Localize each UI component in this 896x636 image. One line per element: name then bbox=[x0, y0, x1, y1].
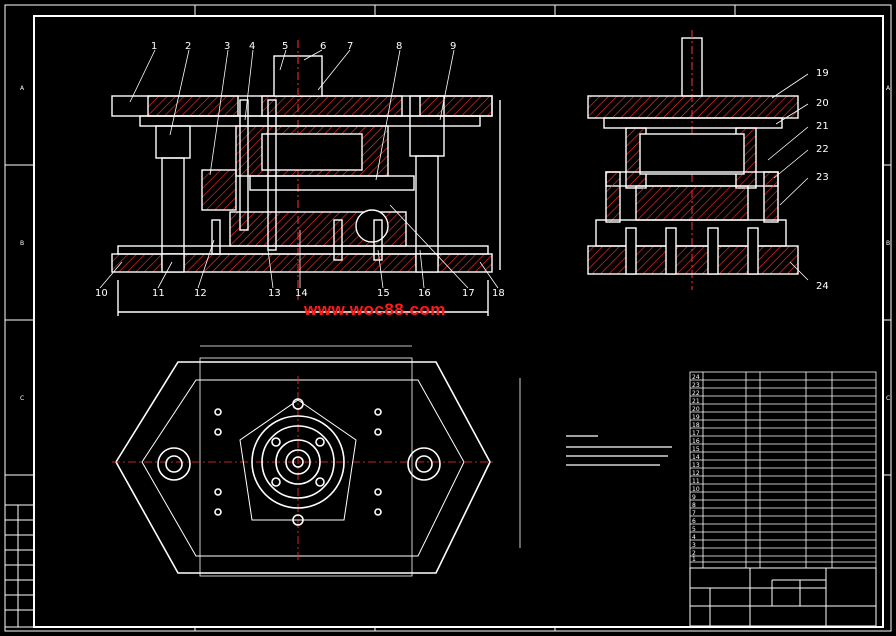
watermark-text: www.woc88.com bbox=[304, 300, 446, 319]
part-number-22: 22 bbox=[816, 144, 829, 155]
filing-strip bbox=[4, 504, 35, 628]
zone-letter-c-right: C bbox=[886, 395, 890, 402]
row-index: 4 bbox=[692, 534, 696, 541]
part-number-18: 18 bbox=[492, 288, 505, 299]
outer-sheet-frame bbox=[4, 4, 892, 632]
inner-sheet-frame bbox=[33, 15, 884, 628]
title-block bbox=[689, 567, 877, 627]
zone-letter-b: B bbox=[20, 240, 24, 247]
part-number-14: 14 bbox=[295, 288, 308, 299]
row-index: 17 bbox=[692, 430, 700, 437]
row-index: 11 bbox=[692, 478, 700, 485]
zone-letter-b-right: B bbox=[886, 240, 890, 247]
part-number-9: 9 bbox=[450, 41, 456, 52]
side-leader-lines bbox=[767, 73, 809, 281]
row-index: 16 bbox=[692, 438, 700, 445]
row-index: 3 bbox=[692, 542, 696, 549]
front-section-view bbox=[111, 40, 501, 316]
row-index: 5 bbox=[692, 526, 696, 533]
part-number-16: 16 bbox=[418, 288, 431, 299]
part-number-12: 12 bbox=[194, 288, 207, 299]
part-number-10: 10 bbox=[95, 288, 108, 299]
part-number-19: 19 bbox=[816, 68, 829, 79]
plan-view bbox=[112, 345, 521, 577]
side-section-view bbox=[587, 30, 799, 290]
part-number-3: 3 bbox=[224, 41, 230, 52]
row-index: 1 bbox=[692, 556, 696, 563]
front-leader-lines bbox=[99, 49, 499, 289]
part-number-4: 4 bbox=[249, 41, 255, 52]
part-number-5: 5 bbox=[282, 41, 288, 52]
part-number-1: 1 bbox=[151, 41, 157, 52]
parts-list-table bbox=[689, 371, 877, 569]
parts-list-index: 24 23 22 21 20 19 18 17 16 15 14 13 12 1… bbox=[692, 374, 700, 563]
row-index: 6 bbox=[692, 518, 696, 525]
row-index: 2 bbox=[692, 550, 696, 557]
row-index: 7 bbox=[692, 510, 696, 517]
row-index: 18 bbox=[692, 422, 700, 429]
row-index: 15 bbox=[692, 446, 700, 453]
technical-requirements-note bbox=[566, 435, 672, 466]
zone-letter-c: C bbox=[20, 395, 24, 402]
part-number-24: 24 bbox=[816, 281, 829, 292]
row-index: 24 bbox=[692, 374, 700, 381]
part-number-20: 20 bbox=[816, 98, 829, 109]
row-index: 21 bbox=[692, 398, 700, 405]
part-number-23: 23 bbox=[816, 172, 829, 183]
row-index: 12 bbox=[692, 470, 700, 477]
row-index: 9 bbox=[692, 494, 696, 501]
part-number-7: 7 bbox=[347, 41, 353, 52]
zone-ticks bbox=[5, 5, 891, 631]
row-index: 14 bbox=[692, 454, 700, 461]
part-number-11: 11 bbox=[152, 288, 165, 299]
part-number-17: 17 bbox=[462, 288, 475, 299]
row-index: 20 bbox=[692, 406, 700, 413]
row-index: 19 bbox=[692, 414, 700, 421]
row-index: 23 bbox=[692, 382, 700, 389]
part-number-8: 8 bbox=[396, 41, 402, 52]
part-number-21: 21 bbox=[816, 121, 829, 132]
row-index: 8 bbox=[692, 502, 696, 509]
zone-letter-a-right: A bbox=[886, 85, 891, 92]
part-number-13: 13 bbox=[268, 288, 281, 299]
row-index: 13 bbox=[692, 462, 700, 469]
zone-letter-a: A bbox=[20, 85, 25, 92]
part-number-15: 15 bbox=[377, 288, 390, 299]
part-number-2: 2 bbox=[185, 41, 191, 52]
row-index: 22 bbox=[692, 390, 700, 397]
part-number-6: 6 bbox=[320, 41, 326, 52]
row-index: 10 bbox=[692, 486, 700, 493]
